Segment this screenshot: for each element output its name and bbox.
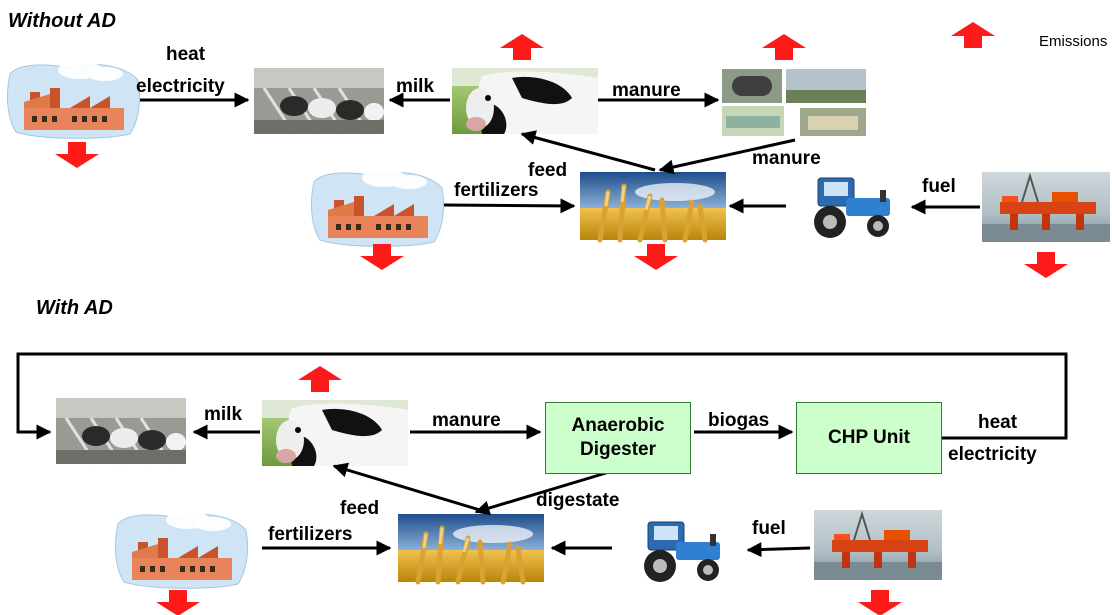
oil-rig-photo (981, 171, 1111, 243)
factory-icon (115, 510, 249, 589)
label-heat: heat (166, 44, 206, 65)
legend-label: Emissions (1039, 33, 1108, 50)
cow-photo (452, 68, 598, 134)
emission-arrow-icon (1024, 252, 1068, 278)
label-fuel: fuel (752, 518, 786, 539)
label-feed: feed (340, 498, 380, 519)
emission-arrow-icon (500, 34, 544, 60)
label-electricity: electricity (136, 76, 225, 97)
cow-photo (262, 400, 408, 466)
wheat-field-photo (398, 514, 544, 582)
chp-unit-box: CHP Unit (796, 402, 942, 474)
chp-label: CHP Unit (828, 427, 910, 448)
legend-emission-icon (951, 22, 995, 48)
arrow-digester-to-field (474, 468, 617, 516)
tractor-icon (643, 521, 721, 583)
label-fertilizers: fertilizers (454, 180, 539, 201)
with-ad-title: With AD (36, 297, 113, 319)
label-fuel: fuel (922, 176, 956, 197)
arrow-rig-to-tractor (746, 542, 811, 558)
milking-parlor-photo (252, 66, 386, 136)
emission-arrow-icon (634, 244, 678, 270)
tractor-icon (813, 177, 891, 239)
emission-arrow-icon (298, 366, 342, 392)
label-heat: heat (978, 412, 1018, 433)
label-milk: milk (204, 404, 243, 425)
arrow-field-to-cow (332, 462, 481, 512)
digester-label-line2: Digester (579, 439, 656, 460)
label-milk: milk (396, 76, 435, 97)
label-fertilizers: fertilizers (268, 524, 353, 545)
factory-icon (311, 168, 445, 247)
arrow-fertilizer-to-field (443, 198, 576, 214)
emission-arrow-icon (858, 590, 902, 615)
emission-arrow-icon (360, 244, 404, 270)
arrow-manure-to-field (658, 138, 796, 175)
factory-icon (7, 60, 141, 139)
without-ad-section (7, 34, 1111, 278)
label-manure-return: manure (752, 148, 821, 169)
digester-label-line1: Anaerobic (571, 415, 665, 436)
with-ad-section (16, 352, 1068, 615)
milking-parlor-photo (54, 396, 188, 466)
wheat-field-photo (580, 172, 726, 240)
oil-rig-photo (813, 509, 943, 581)
without-ad-title: Without AD (8, 10, 116, 32)
arrow-field-to-cow (520, 130, 656, 172)
label-digestate: digestate (536, 490, 620, 511)
label-biogas: biogas (708, 410, 770, 431)
label-manure: manure (432, 410, 501, 431)
label-manure: manure (612, 80, 681, 101)
arrow-chp-to-parlor-loop (16, 352, 1068, 440)
manure-storage-photos (722, 69, 866, 136)
anaerobic-digester-box: Anaerobic Digester (545, 402, 691, 474)
emission-arrow-icon (156, 590, 200, 615)
label-electricity: electricity (948, 444, 1037, 465)
label-feed: feed (528, 160, 568, 181)
emission-arrow-icon (762, 34, 806, 60)
emission-arrow-icon (55, 142, 99, 168)
